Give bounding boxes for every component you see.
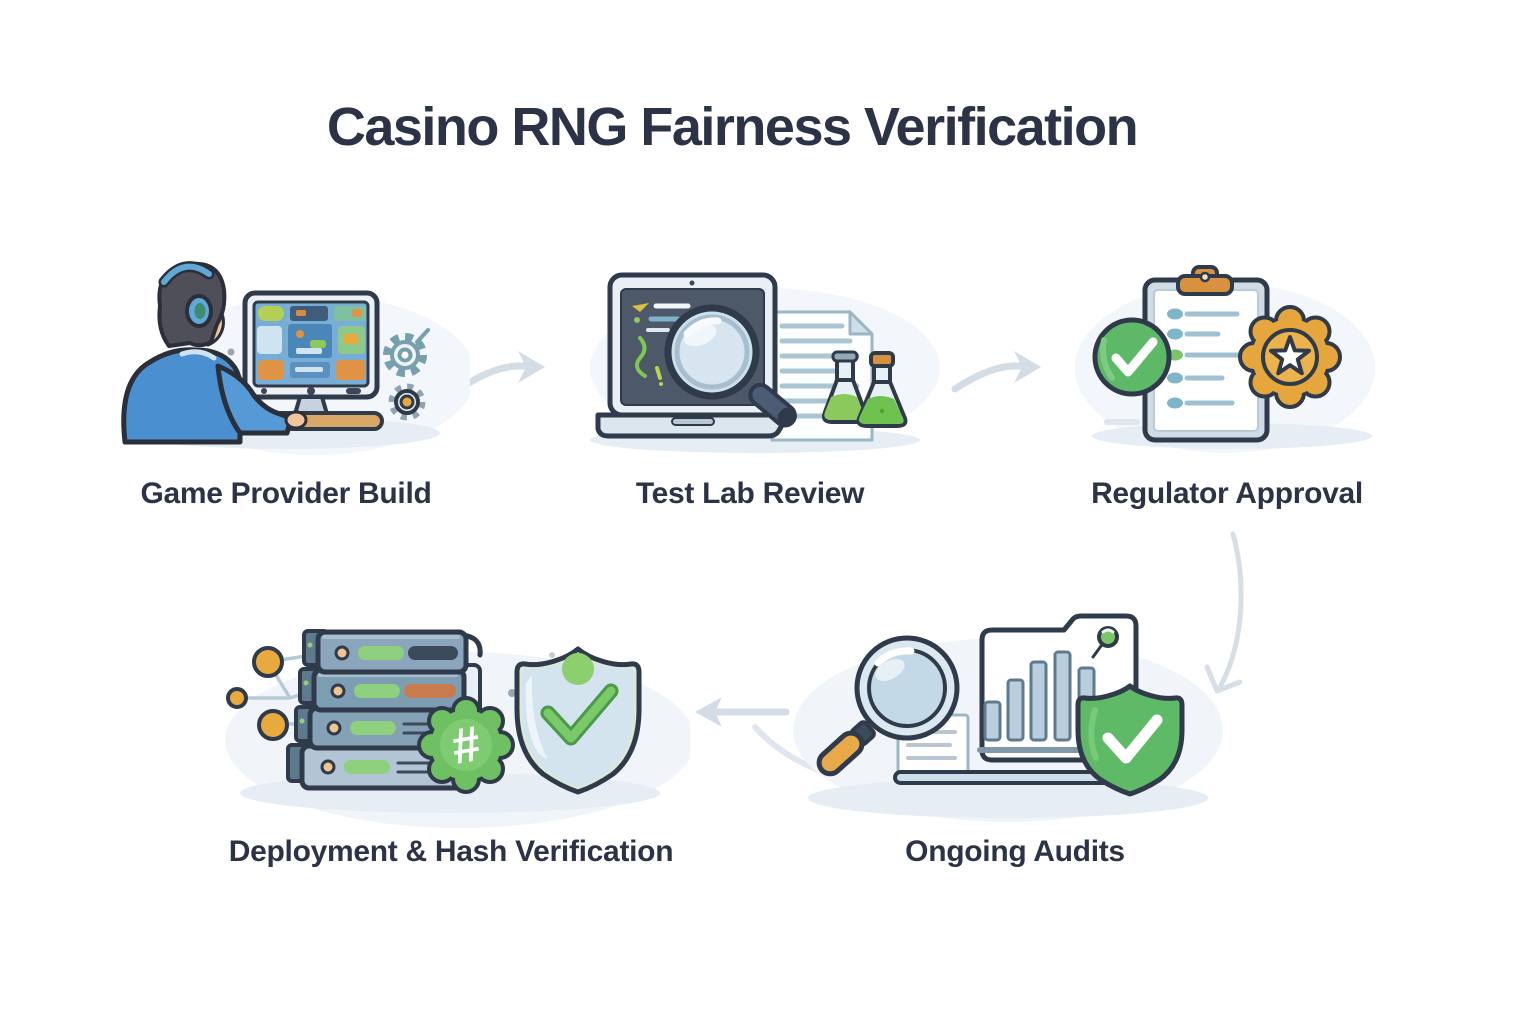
chart-bars xyxy=(983,650,1096,742)
ground-shadow xyxy=(590,427,920,453)
monitor-icon xyxy=(242,290,380,416)
gear-top-icon xyxy=(383,328,430,377)
arrow-step3-to-step5-icon xyxy=(1204,531,1244,694)
game-ui-tiles xyxy=(257,306,366,380)
magnifier-icon xyxy=(664,304,797,428)
laptop-code-icon xyxy=(595,272,791,439)
developer-face xyxy=(201,302,225,347)
decor-dot xyxy=(227,348,235,356)
network-nodes-icon xyxy=(226,646,326,741)
lab-flasks-icon xyxy=(821,350,908,428)
decor-dot xyxy=(508,689,516,697)
developer-hair xyxy=(157,261,227,348)
code-lines xyxy=(632,303,691,386)
step2-illustration xyxy=(590,272,940,453)
shield-check-icon xyxy=(1075,683,1185,797)
cable-hook xyxy=(459,632,483,658)
flask-small xyxy=(821,350,868,424)
ground-shadow xyxy=(1092,423,1372,449)
background-blob xyxy=(1075,283,1375,453)
developer-body xyxy=(121,347,243,445)
headphones-icon xyxy=(158,261,215,328)
ground-shadow xyxy=(130,417,440,449)
collar-highlight xyxy=(179,349,217,361)
approved-check-circle-icon xyxy=(1092,317,1172,397)
step1-label: Game Provider Build xyxy=(140,477,432,510)
step2-label: Test Lab Review xyxy=(635,477,865,510)
decor-dot xyxy=(549,652,555,658)
notes-document-icon xyxy=(896,713,970,779)
step5-illustration xyxy=(793,613,1223,822)
checklist-rows xyxy=(1167,308,1243,409)
hash-glyph: # xyxy=(447,715,484,775)
award-star-badge-icon xyxy=(1238,305,1342,409)
arrow-step1-to-step2-icon xyxy=(455,351,545,393)
developer-arm xyxy=(215,363,294,436)
magnifier-icon xyxy=(816,635,960,777)
hash-badge-icon: # xyxy=(417,696,515,794)
clipboard-checklist-icon xyxy=(1142,265,1270,443)
ground-shadow xyxy=(240,773,660,813)
flask-large xyxy=(856,351,908,428)
developer-hand xyxy=(284,410,308,430)
background-blob xyxy=(155,295,470,455)
shield-check-icon xyxy=(514,646,642,795)
step5-label: Ongoing Audits xyxy=(905,835,1125,868)
step1-illustration xyxy=(121,261,470,455)
step3-label: Regulator Approval xyxy=(1091,477,1363,510)
gears-icon xyxy=(383,328,430,421)
bar-chart-document-icon xyxy=(977,613,1139,763)
step3-illustration xyxy=(1075,265,1375,453)
keyboard-icon xyxy=(246,411,384,431)
step4-illustration: # xyxy=(225,629,690,828)
arrow-step2-to-step3-icon xyxy=(951,351,1041,393)
report-document-icon xyxy=(770,310,874,442)
arrow-step5-to-step4-icon xyxy=(695,697,875,789)
developer-at-monitor-icon xyxy=(121,261,308,445)
star-icon xyxy=(1269,335,1311,376)
ground-shadow xyxy=(808,778,1208,818)
background-blob xyxy=(590,288,940,448)
page-title: Casino RNG Fairness Verification xyxy=(326,97,1139,157)
gear-bottom-icon xyxy=(388,383,426,421)
step4-label: Deployment & Hash Verification xyxy=(228,835,674,868)
leaf-pin-icon xyxy=(1091,626,1119,659)
desk-base-bar xyxy=(893,770,1112,785)
server-stack-icon xyxy=(286,629,483,791)
background-blob xyxy=(793,638,1223,822)
background-blob xyxy=(225,652,690,828)
